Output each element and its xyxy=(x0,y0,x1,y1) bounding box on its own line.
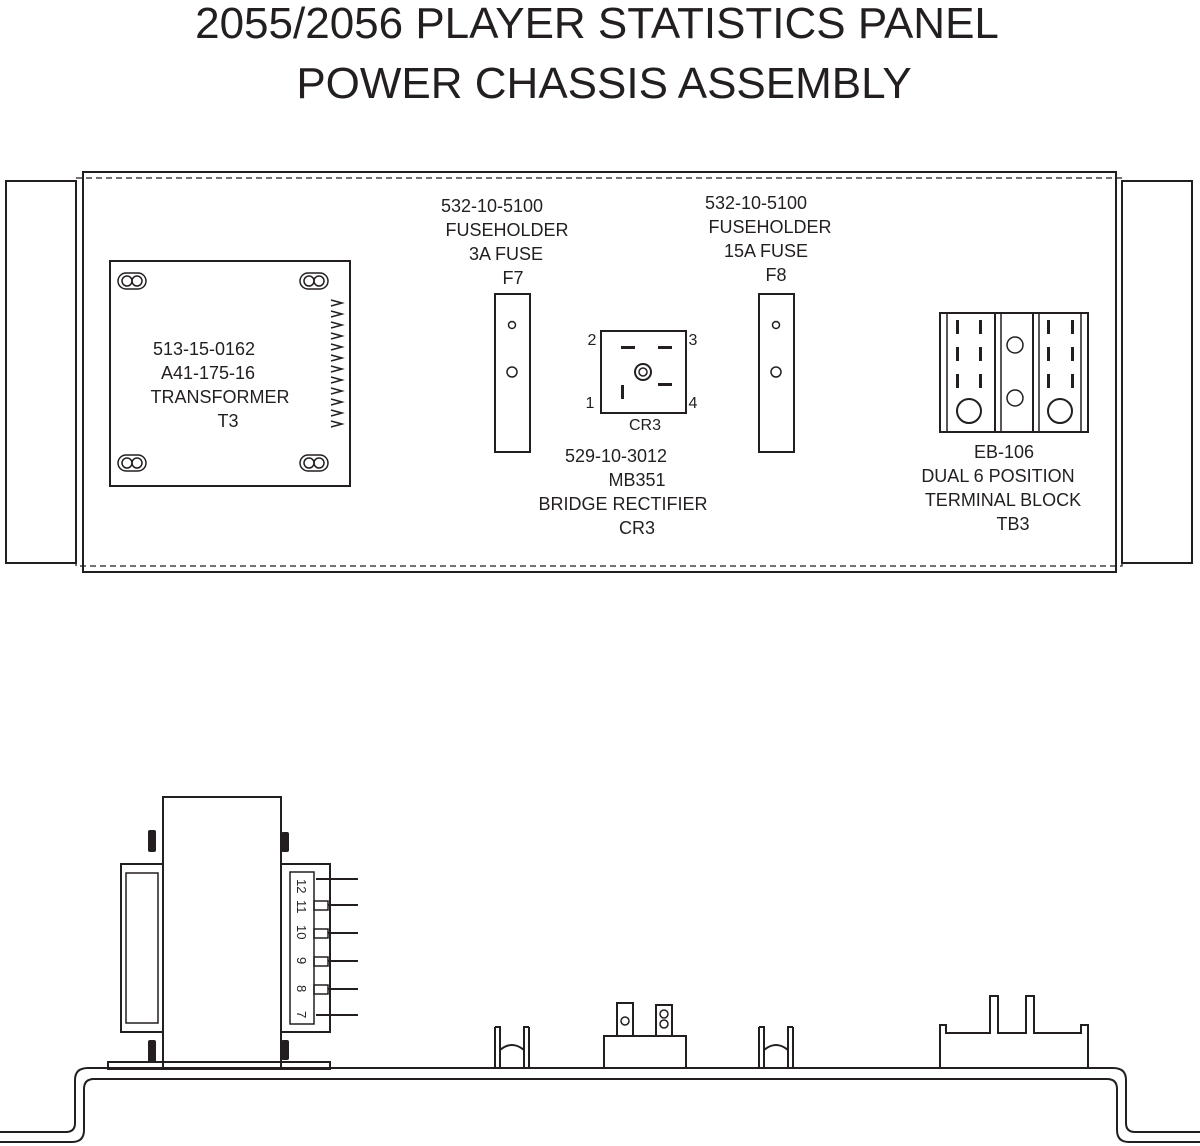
pin-1: 1 xyxy=(586,395,595,412)
f7-name: FUSEHOLDER xyxy=(445,220,568,240)
transformer-ref: T3 xyxy=(217,411,238,431)
fuse-clip xyxy=(758,1026,794,1068)
fuseholder-f7: 532-10-5100 FUSEHOLDER 3A FUSE F7 xyxy=(441,196,569,453)
pin-2: 2 xyxy=(588,332,597,349)
terminal-strip-inner xyxy=(289,871,315,1025)
transformer-side: 12 11 10 9 8 7 xyxy=(107,796,358,1070)
rectifier-lead xyxy=(616,1002,634,1036)
bend-line xyxy=(75,177,1123,567)
right-flange xyxy=(1121,180,1193,564)
rectifier-part-number: 529-10-3012 xyxy=(565,446,667,466)
bridge-rectifier-side xyxy=(603,1002,687,1069)
f8-part-number: 532-10-5100 xyxy=(705,193,807,213)
terminal-block-top: EB-106 DUAL 6 POSITION TERMINAL BLOCK TB… xyxy=(921,312,1089,534)
mounting-slot xyxy=(299,272,329,290)
transformer-top: 513-15-0162 A41-175-16 TRANSFORMER T3 xyxy=(109,260,351,487)
chassis-side-inner xyxy=(0,1078,1200,1143)
rectifier-model: MB351 xyxy=(608,470,665,490)
rectifier-body-label: CR3 xyxy=(629,417,661,434)
fuse-cap xyxy=(763,1044,789,1069)
fuseholder-f8: 532-10-5100 FUSEHOLDER 15A FUSE F8 xyxy=(705,193,832,453)
mounting-slot xyxy=(117,454,147,472)
rectifier-body xyxy=(600,330,687,414)
mounting-bracket xyxy=(107,1061,331,1070)
screw xyxy=(281,832,289,852)
transformer-core xyxy=(162,796,282,1069)
terminal-pin-10: 10 xyxy=(294,925,309,939)
terminal-pin-7: 7 xyxy=(294,1011,309,1018)
fuse-cap xyxy=(499,1044,525,1069)
fuseholder-f7-side xyxy=(494,1026,530,1069)
f8-ref: F8 xyxy=(765,265,786,285)
chassis-plate xyxy=(82,171,1117,573)
f7-part-number: 532-10-5100 xyxy=(441,196,543,216)
tb3-desc-1: DUAL 6 POSITION xyxy=(921,466,1074,486)
fuseholder-f8-side xyxy=(758,1026,794,1069)
terminal-strip xyxy=(281,863,331,1033)
screw xyxy=(148,830,156,852)
title-line-2: POWER CHASSIS ASSEMBLY xyxy=(296,59,911,108)
fuseholder-body xyxy=(758,293,795,453)
mounting-slot xyxy=(299,454,329,472)
terminal-pin-8: 8 xyxy=(294,985,309,992)
bridge-rectifier-top: 2 3 1 4 CR3 529-10-3012 MB351 BRIDGE REC… xyxy=(538,330,708,538)
f8-name: FUSEHOLDER xyxy=(708,217,831,237)
f7-ref: F7 xyxy=(502,268,523,288)
coil-window xyxy=(125,872,159,1024)
screw xyxy=(281,1040,289,1060)
left-flange xyxy=(5,180,77,564)
terminal-block-side xyxy=(939,995,1089,1068)
screw xyxy=(148,1040,156,1062)
f7-rating: 3A FUSE xyxy=(469,244,543,264)
tb3-ref: TB3 xyxy=(996,514,1029,534)
tb3-desc-2: TERMINAL BLOCK xyxy=(925,490,1081,510)
terminal-block-body xyxy=(939,312,1089,433)
terminal-pin-11: 11 xyxy=(294,900,309,914)
title-line-1: 2055/2056 PLAYER STATISTICS PANEL xyxy=(195,0,999,48)
rectifier-side-body xyxy=(603,1035,687,1069)
terminal-leads xyxy=(313,878,358,1016)
transformer-coil-end xyxy=(120,863,164,1033)
tb3-part-number: EB-106 xyxy=(974,442,1034,462)
rectifier-ref: CR3 xyxy=(619,518,655,538)
pin-4: 4 xyxy=(689,395,698,412)
fuse-clip xyxy=(494,1026,530,1068)
transformer-body xyxy=(109,260,351,487)
f8-rating: 15A FUSE xyxy=(724,241,808,261)
rectifier-lead xyxy=(655,1004,673,1036)
solder-lugs xyxy=(330,299,345,428)
terminal-pin-12: 12 xyxy=(294,879,309,893)
fuseholder-body xyxy=(494,293,531,453)
chassis-side-outer xyxy=(0,1067,1200,1133)
side-view: 12 11 10 9 8 7 xyxy=(0,796,1200,1143)
mounting-slot xyxy=(117,272,147,290)
pin-3: 3 xyxy=(689,332,698,349)
transformer-model: A41-175-16 xyxy=(161,363,255,383)
rectifier-name: BRIDGE RECTIFIER xyxy=(538,494,707,514)
top-view: 513-15-0162 A41-175-16 TRANSFORMER T3 53… xyxy=(5,171,1193,573)
transformer-part-number: 513-15-0162 xyxy=(153,339,255,359)
terminal-pin-9: 9 xyxy=(294,957,309,964)
transformer-name: TRANSFORMER xyxy=(151,387,290,407)
